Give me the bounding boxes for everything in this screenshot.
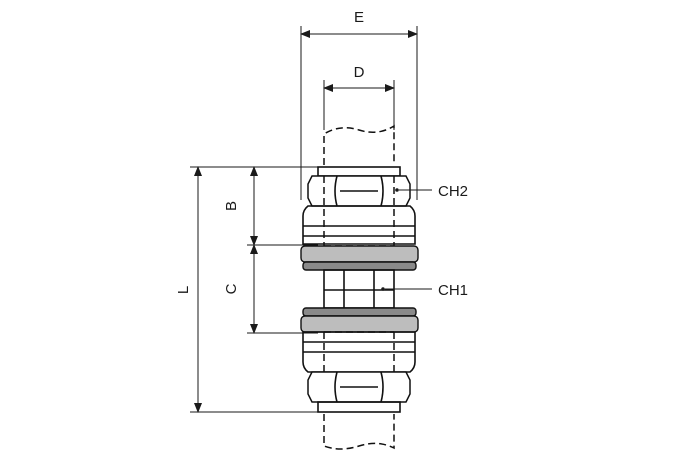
- label-l: L: [175, 286, 192, 294]
- callout-ch1: CH1: [381, 282, 468, 299]
- label-c: C: [223, 283, 240, 294]
- label-e: E: [354, 9, 364, 26]
- dimension-l: L: [175, 166, 318, 413]
- callout-ch2: CH2: [395, 183, 468, 200]
- dimension-b: B: [223, 166, 318, 246]
- tube-top-hidden: [323, 124, 395, 165]
- fitting-body: [300, 124, 419, 450]
- dimension-e: E: [300, 9, 418, 200]
- label-ch2: CH2: [438, 183, 468, 200]
- tube-bottom-hidden: [323, 414, 395, 450]
- dimension-d: D: [323, 64, 395, 130]
- dimension-c: C: [223, 244, 318, 334]
- bottom-body: [302, 331, 416, 373]
- release-ring-upper: [300, 245, 419, 271]
- top-collar: [317, 166, 401, 177]
- label-ch1: CH1: [438, 282, 468, 299]
- top-body: [302, 205, 416, 245]
- bottom-hex-nut: [307, 371, 411, 403]
- release-ring-lower: [300, 307, 419, 333]
- bottom-collar: [317, 401, 401, 413]
- label-d: D: [354, 64, 365, 81]
- label-b: B: [223, 201, 240, 211]
